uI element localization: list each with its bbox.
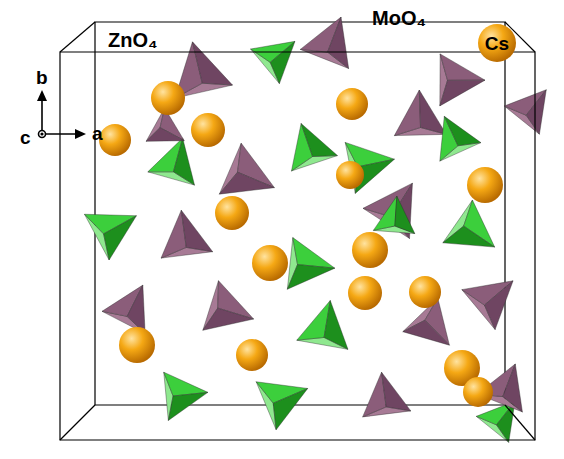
- cs-atom: [191, 113, 225, 147]
- cs-atom: [336, 88, 368, 120]
- cs-atom: [215, 196, 249, 230]
- axis-label: a: [92, 124, 103, 143]
- zno4-tetrahedron: [164, 372, 208, 420]
- atom-label: Cs: [485, 34, 509, 53]
- cs-atom: [236, 339, 268, 371]
- moo4-tetrahedron: [300, 17, 348, 68]
- cs-atom: [336, 161, 364, 189]
- cs-atom: [467, 167, 503, 203]
- moo4-tetrahedron: [394, 90, 446, 136]
- cs-atom: [348, 276, 382, 310]
- axis-symbol: [37, 90, 86, 139]
- zno4-tetrahedron: [84, 214, 136, 260]
- polyhedron-label: ZnO₄: [108, 30, 158, 50]
- cs-atom: [252, 245, 288, 281]
- moo4-tetrahedron: [440, 54, 485, 106]
- unit-cell-back: [95, 22, 505, 405]
- moo4-tetrahedron: [161, 210, 213, 258]
- zno4-tetrahedron: [476, 401, 515, 442]
- atom-key: Cs: [478, 24, 516, 62]
- zno4-tetrahedron: [440, 116, 481, 161]
- moo4-tetrahedron: [219, 143, 274, 194]
- moo4-tetrahedron: [102, 285, 145, 333]
- polyhedron-label: MoO₄: [372, 8, 426, 28]
- zno4-tetrahedron: [297, 300, 348, 349]
- unit-cell-front: [60, 22, 535, 440]
- cs-atom: [352, 232, 388, 268]
- zno4-tetrahedron: [373, 196, 414, 233]
- moo4-tetrahedron: [203, 281, 254, 331]
- axis-label: c: [20, 128, 31, 147]
- axis-label: b: [36, 68, 48, 87]
- moo4-tetrahedron: [175, 42, 232, 98]
- zno4-tetrahedron: [291, 123, 337, 171]
- cs-atom: [463, 377, 493, 407]
- moo4-tetrahedron: [504, 90, 546, 135]
- moo4-tetrahedron: [363, 372, 411, 417]
- zno4-tetrahedron: [148, 138, 195, 185]
- moo4-tetrahedron: [462, 281, 513, 330]
- zno4-tetrahedron: [443, 200, 495, 247]
- cs-atom: [151, 81, 185, 115]
- cs-atom: [409, 276, 441, 308]
- zno4-tetrahedron: [287, 238, 334, 290]
- cs-atom: [99, 124, 131, 156]
- zno4-tetrahedron: [256, 382, 308, 430]
- cs-atom: [119, 327, 155, 363]
- zno4-tetrahedron: [251, 41, 295, 83]
